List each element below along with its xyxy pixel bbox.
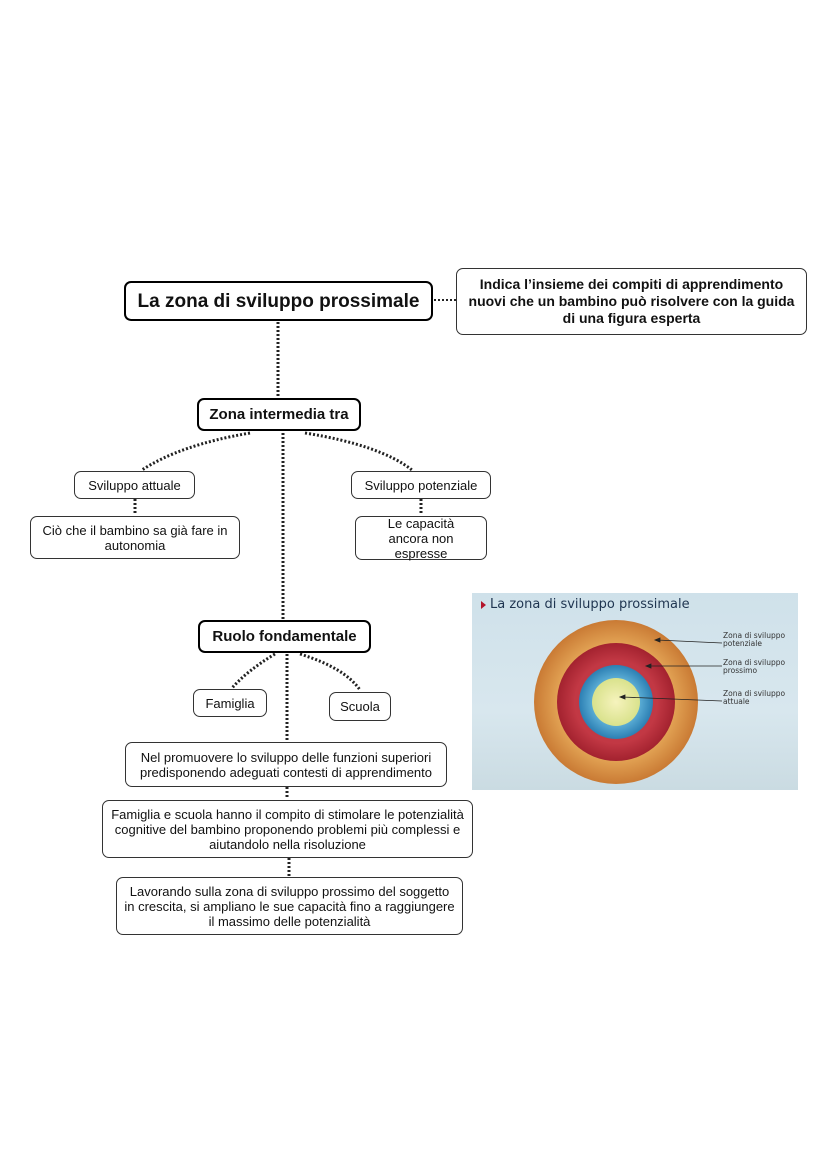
- zona-intermedia-node: Zona intermedia tra: [197, 398, 361, 431]
- note-box-1: Nel promuovere lo sviluppo delle funzion…: [125, 742, 447, 787]
- note-box-2: Famiglia e scuola hanno il compito di st…: [102, 800, 473, 858]
- ring-center: [592, 678, 640, 726]
- famiglia-node: Famiglia: [193, 689, 267, 717]
- label-zona-potenziale: Zona di sviluppo potenziale: [723, 631, 786, 648]
- label-zona-attuale: Zona di sviluppo attuale: [723, 689, 786, 706]
- definition-node: Indica l’insieme dei compiti di apprendi…: [456, 268, 807, 335]
- sviluppo-attuale-node: Sviluppo attuale: [74, 471, 195, 499]
- photo-title: La zona di sviluppo prossimale: [490, 597, 690, 612]
- label-zona-prossimo: Zona di sviluppo prossimo: [723, 658, 786, 675]
- title-node: La zona di sviluppo prossimale: [124, 281, 433, 321]
- zone-diagram-photo: La zona di sviluppo prossimale: [472, 593, 798, 790]
- sviluppo-attuale-desc: Ciò che il bambino sa già fare in autono…: [30, 516, 240, 559]
- ruolo-fondamentale-node: Ruolo fondamentale: [198, 620, 371, 653]
- sviluppo-potenziale-desc: Le capacità ancora non espresse: [355, 516, 487, 561]
- scuola-node: Scuola: [329, 692, 391, 721]
- triangle-marker-icon: [481, 601, 486, 609]
- sviluppo-potenziale-node: Sviluppo potenziale: [351, 471, 491, 499]
- concentric-rings: [534, 620, 723, 784]
- note-box-3: Lavorando sulla zona di sviluppo prossim…: [116, 877, 463, 935]
